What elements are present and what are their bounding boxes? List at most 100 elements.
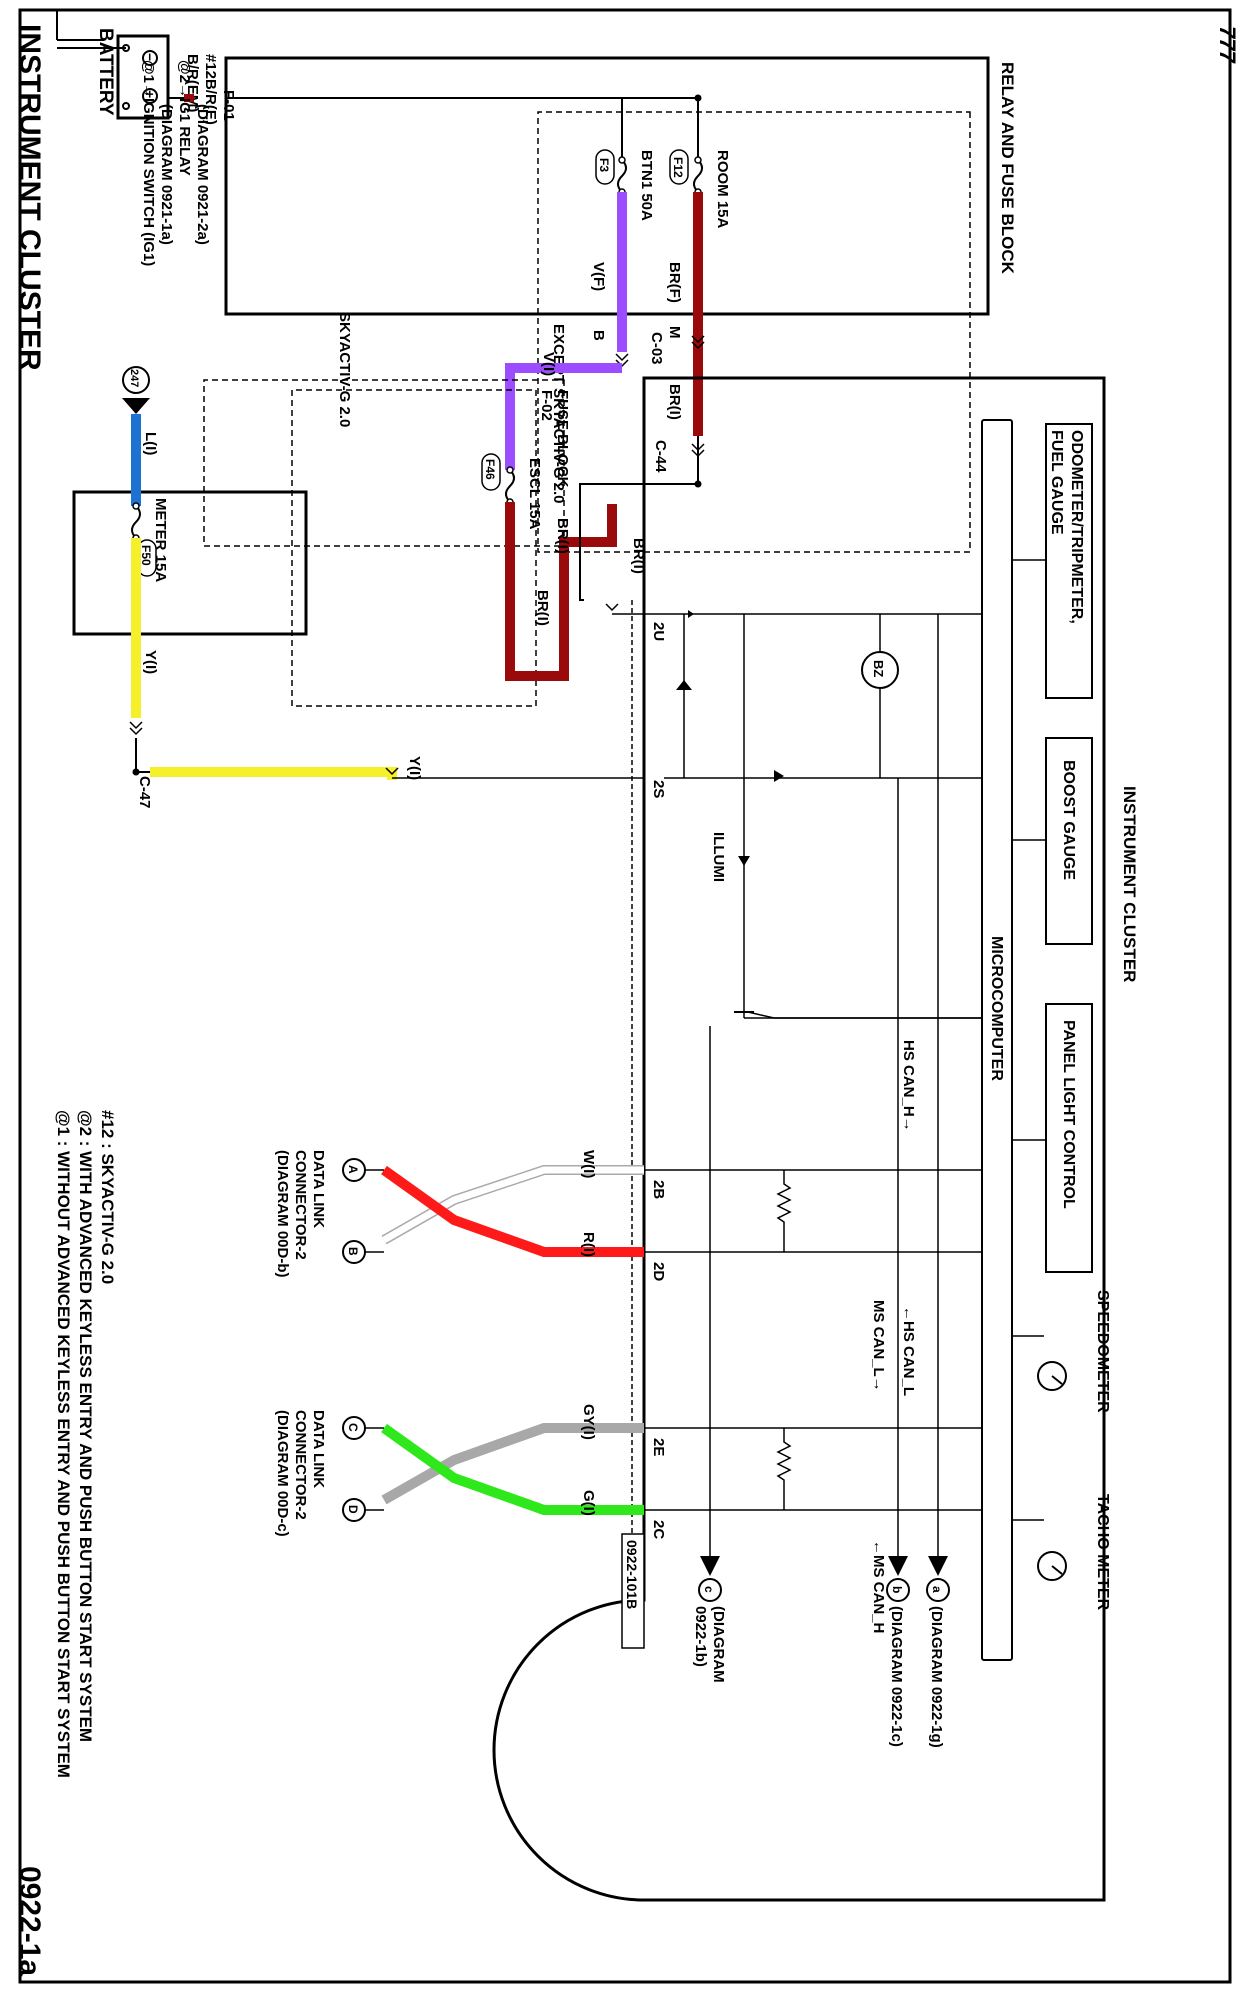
boost-gauge-box [1045,737,1093,945]
wire-v-f-label: V(F) [590,262,607,291]
fuse-block-connector: F-02 [538,390,555,421]
microcomputer-label: MICROCOMPUTER [988,936,1005,1081]
room-fuse [693,159,703,193]
diagram-code: 0922-1a [13,1866,46,1976]
svg-text:b: b [890,1586,904,1593]
battery-minus-terminal [142,50,158,66]
pin-2s: 2S [650,780,667,798]
m-label: M [666,326,683,339]
connector-code-box [621,1533,645,1649]
c47-label: C-47 [136,776,153,809]
note-3: #12 : SKYACTIV-G 2.0 [98,1110,117,1284]
wire-br-i-label-1: BR(I) [666,384,683,420]
btn-fuse-id-box [595,149,615,185]
fuel-gauge-label: FUEL GAUGE [1048,430,1065,535]
speedometer-label: SPEEDOMETER [1094,1290,1111,1413]
wire-y-i-label-1: Y(I) [142,650,159,674]
dlc-1-label: DATA LINK [310,1150,327,1228]
illumi-label: ILLUMI [710,832,727,882]
meter-fuse-box [72,490,308,636]
legend-2b: (DIAGRAM 0921-2a) [194,104,211,245]
dlc-2-diagram: (DIAGRAM 00D-c) [274,1410,291,1537]
ref-a [926,1578,950,1602]
dlc-1-diagram: (DIAGRAM 00D-b) [274,1150,291,1278]
relay-inner-dashed [537,111,971,553]
page-border [18,8,1232,1984]
panel-light-label: PANEL LIGHT CONTROL [1060,1020,1077,1209]
cluster-label: INSTRUMENT CLUSTER [1120,786,1139,982]
wire-br-to-2u [579,483,624,601]
ref-c-diagram-1: (DIAGRAM [710,1606,727,1683]
room-fuse-id-box [669,149,689,185]
connector-code: 0922-101B [624,1540,640,1609]
wire-br-f-label: BR(F) [666,262,683,303]
wire-v-i-label: V(I) [540,352,557,376]
wire-y-i-label-2: Y(I) [406,756,423,780]
ref-a-diagram: (DIAGRAM 0922-1g) [928,1606,945,1748]
pin-2u: 2U [650,622,667,641]
battery-symbol [116,34,170,120]
dlc-2-connector: CONNECTOR-2 [292,1410,309,1520]
wire-br-i-label-2: BR(I) [554,518,571,554]
wire-g-i-label: G(I) [580,1490,597,1516]
buzzer-label: BZ [871,660,886,677]
odometer-label: ODOMETER/TRIPMETER, [1068,430,1085,624]
odometer-box [1045,423,1093,699]
wire-l-i-label: L(I) [142,432,159,455]
wire-br-main-2u [582,504,617,547]
ref-c [698,1578,722,1602]
wire-green [381,1423,644,1515]
relay-block-label: RELAY AND FUSE BLOCK [998,62,1017,275]
ref-b [886,1578,910,1602]
internal-2s [392,770,645,779]
svg-text:a: a [930,1586,944,1593]
svg-text:C: C [346,1423,360,1432]
illumi-led [738,856,750,866]
ms-can-l-label: MS CAN_L→ [870,1300,887,1392]
c03-label: C-03 [648,332,665,365]
diode-3 [774,770,784,782]
c44-label: C-44 [652,440,669,473]
legend-2: @2→IG1 RELAY [176,60,193,176]
fuse-block-label: FUSE BLOCK [554,390,571,488]
battery-connector: F-01 [220,90,237,121]
diode-2 [676,680,692,690]
escl-fuse-label: ESCL 15A [526,458,543,530]
ref-247-label: 247 [128,369,140,387]
wire-br-escl [505,502,582,681]
pin-2b: 2B [650,1180,667,1199]
diagram-title: INSTRUMENT CLUSTER [13,24,46,371]
dlc-1-connector: CONNECTOR-2 [292,1150,309,1260]
room-fuse-label: ROOM 15A [714,150,731,229]
hs-can-h-label: HS CAN_H→ [900,1040,917,1132]
svg-text:A: A [346,1165,360,1174]
btn-fuse-label: BTN1 50A [638,150,655,221]
note-2: @2 : WITH ADVANCED KEYLESS ENTRY AND PUS… [76,1110,95,1742]
meter-fuse-id: F50 [139,545,153,566]
speedometer-icon [1037,1361,1067,1391]
cluster-outline [492,376,1106,1902]
relay-fuse-block [224,56,990,316]
btn-fuse [617,159,627,193]
svg-text:+: + [142,90,158,98]
wire-violet-escl [505,363,622,470]
pin-2e: 2E [650,1438,667,1456]
wire-yellow-2s [150,767,397,780]
b-label: B [590,330,607,341]
diode-1 [688,610,694,618]
note-1: @1 : WITHOUT ADVANCED KEYLESS ENTRY AND … [54,1110,73,1778]
wire-r-i-label: R(I) [580,1232,597,1257]
svg-text:D: D [346,1505,360,1514]
wire-br-i-label-3: BR(I) [534,590,551,626]
dlc-2-label: DATA LINK [310,1410,327,1488]
microcomputer-bar [981,419,1013,1661]
wire-gray [381,1423,644,1505]
wire-gy-i-label: GY(I) [580,1404,597,1440]
tachometer-label: TACHO METER [1094,1494,1111,1611]
escl-fuse-id: F46 [483,459,497,480]
legend-1b: (DIAGRAM 0921-1a) [158,104,175,245]
resistor-hs [776,1170,792,1252]
svg-text:c: c [702,1586,716,1593]
battery-plus-terminal [142,88,158,104]
